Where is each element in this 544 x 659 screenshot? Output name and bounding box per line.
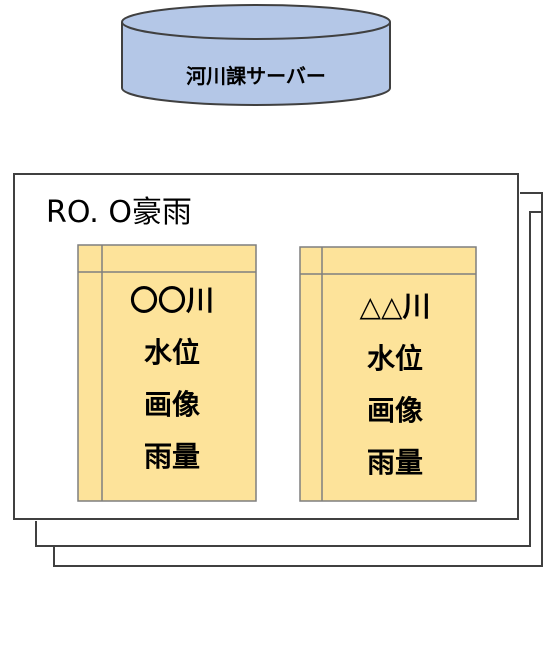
card-river-name: △△川 (359, 290, 430, 323)
server-label: 河川課サーバー (186, 64, 326, 88)
card-body (77, 244, 257, 502)
cylinder-body (121, 22, 391, 106)
folder-title: RO. O豪雨 (46, 195, 192, 230)
card-line-water-level: 水位 (144, 336, 200, 369)
card-line-image: 画像 (367, 394, 424, 427)
card-line-rainfall: 雨量 (367, 446, 423, 479)
card-river-name: 〇〇川 (130, 284, 214, 317)
river-card-2: △△川 水位 画像 雨量 (299, 246, 477, 502)
river-card-1: 〇〇川 水位 画像 雨量 (77, 244, 257, 502)
card-line-water-level: 水位 (367, 342, 423, 375)
card-line-rainfall: 雨量 (144, 440, 200, 473)
folder-back-page-2 (53, 212, 543, 567)
cylinder-top (121, 4, 391, 40)
card-body (299, 246, 477, 502)
card-line-image: 画像 (144, 388, 201, 421)
server-cylinder: 河川課サーバー (121, 4, 391, 106)
